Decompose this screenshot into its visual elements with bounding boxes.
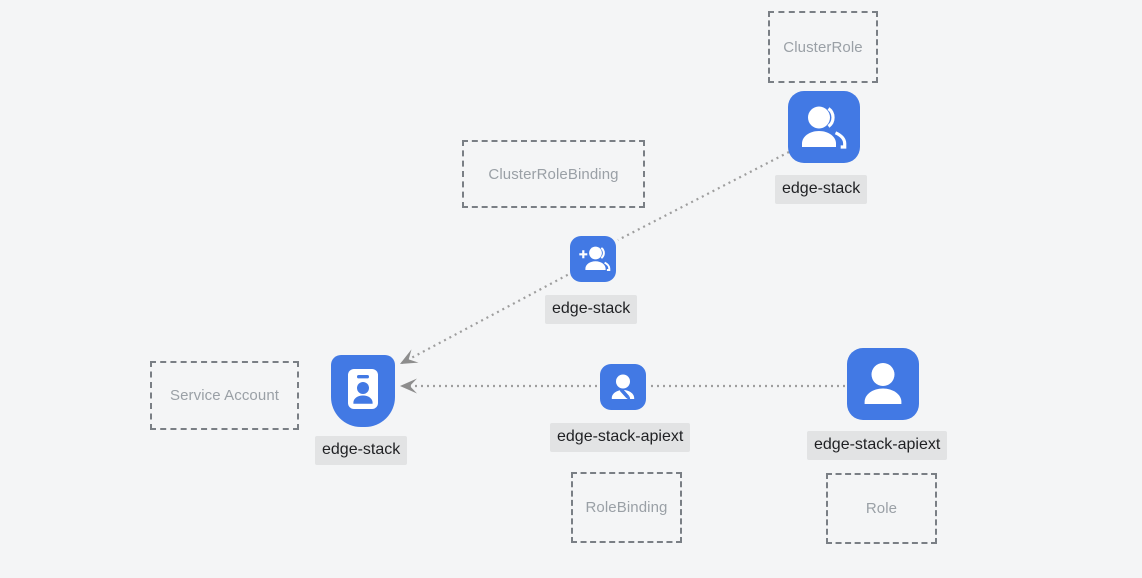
- node-name-chip-rolebinding: edge-stack-apiext: [550, 423, 691, 452]
- edge-clusterrolebinding-to-serviceaccount-arrowhead: [400, 349, 419, 364]
- group-box-serviceaccount: Service Account: [150, 361, 299, 430]
- group-label-clusterrolebinding: ClusterRoleBinding: [488, 165, 619, 183]
- group-label-serviceaccount: Service Account: [169, 387, 280, 404]
- group-label-rolebinding: RoleBinding: [585, 499, 668, 516]
- service-account-icon[interactable]: [331, 355, 395, 427]
- group-box-clusterrole: ClusterRole: [768, 11, 878, 83]
- node-name-chip-clusterrole: edge-stack: [775, 175, 868, 204]
- node-name-chip-role: edge-stack-apiext: [807, 431, 948, 460]
- cluster-role-icon[interactable]: [788, 91, 860, 163]
- group-box-clusterrolebinding: ClusterRoleBinding: [462, 140, 645, 208]
- role-binding-icon[interactable]: [600, 364, 646, 410]
- group-box-role: Role: [826, 473, 937, 544]
- role-icon[interactable]: [847, 348, 919, 420]
- edge-rolebinding-to-serviceaccount-arrowhead: [400, 378, 417, 394]
- group-box-rolebinding: RoleBinding: [571, 472, 682, 543]
- group-label-clusterrole: ClusterRole: [783, 38, 863, 56]
- node-name-chip-clusterrolebinding: edge-stack: [545, 295, 638, 324]
- cluster-role-binding-icon[interactable]: [570, 236, 616, 282]
- group-label-role: Role: [865, 500, 898, 517]
- node-name-chip-serviceaccount: edge-stack: [315, 436, 408, 465]
